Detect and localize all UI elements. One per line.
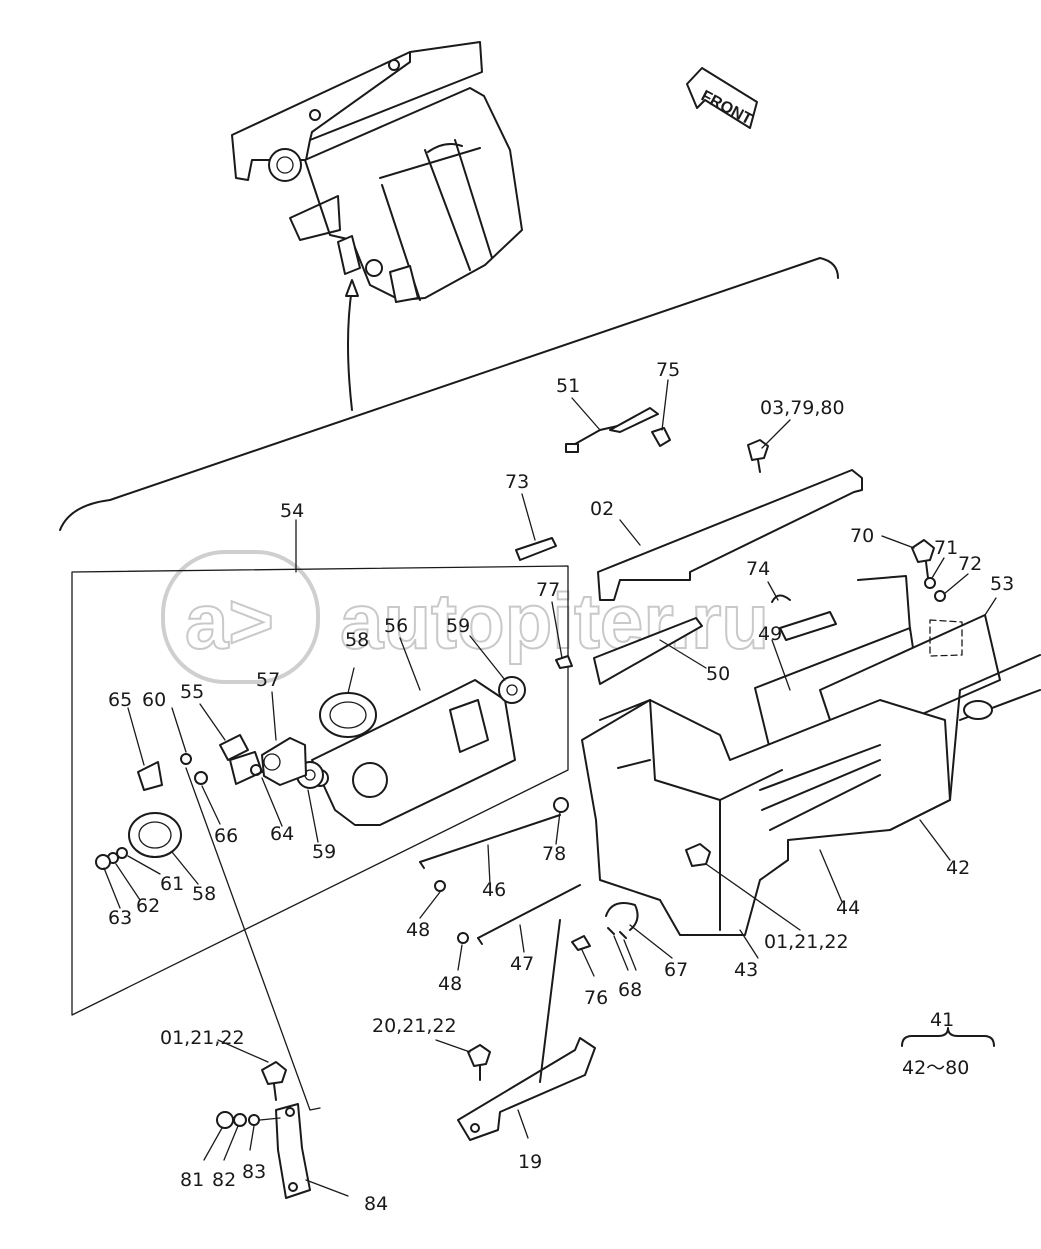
callout-19: 19 — [518, 1151, 542, 1173]
callout-67: 67 — [664, 959, 688, 981]
callout-68: 68 — [618, 979, 642, 1001]
callout-46: 46 — [482, 879, 506, 901]
callout-60: 60 — [142, 689, 166, 711]
callout-56: 56 — [384, 615, 408, 637]
callout-53: 53 — [990, 573, 1014, 595]
callout-48-lower: 48 — [438, 973, 462, 995]
section-divider-curve — [59, 257, 839, 531]
callout-02: 02 — [590, 498, 614, 520]
callout-labels: 51 75 03,79,80 73 02 54 70 71 72 53 77 7… — [108, 359, 1014, 1215]
assembly-reference-arrow — [347, 287, 353, 411]
front-arrow-indicator: FRONT — [686, 67, 758, 129]
group-brace — [901, 1027, 995, 1047]
callout-59-lower: 59 — [312, 841, 336, 863]
part-58-fan-wheel-upper — [319, 692, 377, 738]
callout-58-upper: 58 — [345, 629, 369, 651]
callout-54: 54 — [280, 500, 304, 522]
part-19-bracket — [457, 1037, 596, 1141]
part-84-bracket — [275, 1103, 311, 1199]
callout-76: 76 — [584, 987, 608, 1009]
callout-58-lower: 58 — [192, 883, 216, 905]
callout-20-21-22: 20,21,22 — [372, 1015, 457, 1037]
leader-lines — [103, 379, 997, 1197]
callout-63: 63 — [108, 907, 132, 929]
callout-47: 47 — [510, 953, 534, 975]
callout-66: 66 — [214, 825, 238, 847]
watermark-logo-glyph: a> — [185, 577, 274, 665]
callout-55: 55 — [180, 681, 204, 703]
callout-84: 84 — [364, 1193, 388, 1215]
callout-65: 65 — [108, 689, 132, 711]
part-02-mounting-plate — [597, 469, 863, 601]
callout-01-21-22-housing: 01,21,22 — [764, 931, 849, 953]
group-caption-bottom: 42～80 — [902, 1057, 969, 1079]
callout-78: 78 — [542, 843, 566, 865]
callout-77: 77 — [536, 579, 560, 601]
subassembly-54-boundary — [71, 565, 569, 1016]
callout-57: 57 — [256, 669, 280, 691]
callout-75: 75 — [656, 359, 680, 381]
callout-64: 64 — [270, 823, 294, 845]
callout-61: 61 — [160, 873, 184, 895]
callout-82: 82 — [212, 1169, 236, 1191]
part-50-shaft — [593, 617, 703, 685]
callout-49: 49 — [758, 623, 782, 645]
callout-70: 70 — [850, 525, 874, 547]
callout-48-upper: 48 — [406, 919, 430, 941]
callout-43: 43 — [734, 959, 758, 981]
callout-59-upper: 59 — [446, 615, 470, 637]
callout-50: 50 — [706, 663, 730, 685]
callout-42: 42 — [946, 857, 970, 879]
callout-71: 71 — [934, 537, 958, 559]
assembled-unit-illustration — [231, 41, 523, 303]
part-57-motor — [261, 737, 307, 786]
callout-74: 74 — [746, 558, 770, 580]
callout-51: 51 — [556, 375, 580, 397]
group-caption-top: 41 — [930, 1009, 954, 1031]
callout-73: 73 — [505, 471, 529, 493]
callout-72: 72 — [958, 553, 982, 575]
callout-44: 44 — [836, 897, 860, 919]
callout-62: 62 — [136, 895, 160, 917]
part-42-housing-case — [581, 699, 951, 936]
part-58-fan-wheel-lower — [128, 812, 182, 858]
callout-83: 83 — [242, 1161, 266, 1183]
callout-01-21-22-bracket: 01,21,22 — [160, 1027, 245, 1049]
callout-81: 81 — [180, 1169, 204, 1191]
callout-03-79-80: 03,79,80 — [760, 397, 845, 419]
